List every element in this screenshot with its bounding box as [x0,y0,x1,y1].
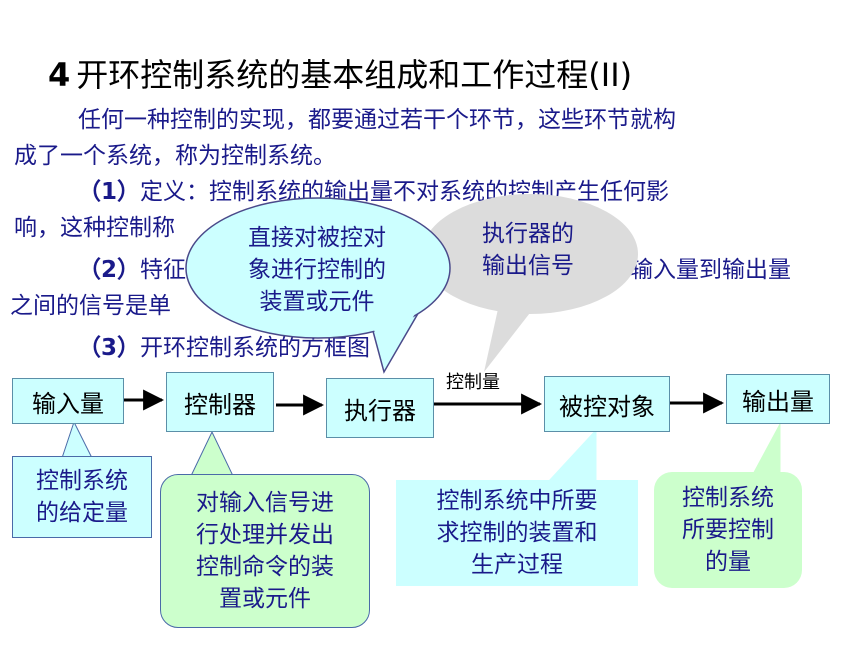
actuator-output-bubble [422,194,638,372]
block-heading: （3）开环控制系统的方框图 [78,330,370,366]
feature-label: （2） [78,257,141,283]
intro-line-2: 成了一个系统，称为控制系统。 [14,143,336,169]
definition-label: （1） [78,179,141,205]
plant-note-pointer [546,428,597,483]
controlled-device-bubble [185,197,451,374]
intro-line-1: 任何一种控制的实现，都要通过若干个环节，这些环节就构 [78,107,676,133]
plant-block: 被控对象 [544,376,670,432]
signal-label: 控制量 [446,372,500,393]
controlled-device-bubble-text: 直接对被控对 象进行控制的 装置或元件 [248,225,386,315]
feature-line-1: （2）特征 [78,252,186,288]
title-text: 开环控制系统的基本组成和工作过程(II) [76,56,633,94]
input-note-pointer [61,420,93,459]
title-number: 4 [48,56,71,94]
feature-text-a: 特征 [140,257,187,283]
definition-line-1: （1）定义：控制系统的输出量不对系统的控制产生任何影 [78,174,669,210]
controller-note-pointer [189,430,235,479]
plant-note: 控制系统中所要 求控制的装置和 生产过程 [396,480,638,586]
controller-note: 对输入信号进 行处理并发出 控制命令的装 置或元件 [160,474,370,628]
output-note: 控制系统 所要控制 的量 [654,472,802,588]
actuator-block: 执行器 [326,378,434,438]
block-heading-label: （3） [78,335,141,361]
input-block: 输入量 [12,378,124,424]
feature-line-2: 之间的信号是单 [10,293,171,319]
controller-block: 控制器 [166,372,274,432]
output-note-pointer [751,423,781,477]
output-block: 输出量 [726,374,830,424]
block-heading-text: 开环控制系统的方框图 [140,335,371,361]
input-note: 控制系统 的给定量 [12,456,152,538]
definition-line-2: 响，这种控制称 [14,215,175,241]
feature-text-b: 输入量到输出量 [630,257,791,283]
definition-text: 定义：控制系统的输出量不对系统的控制产生任何影 [140,179,670,205]
actuator-output-bubble-text: 执行器的 输出信号 [482,221,574,279]
